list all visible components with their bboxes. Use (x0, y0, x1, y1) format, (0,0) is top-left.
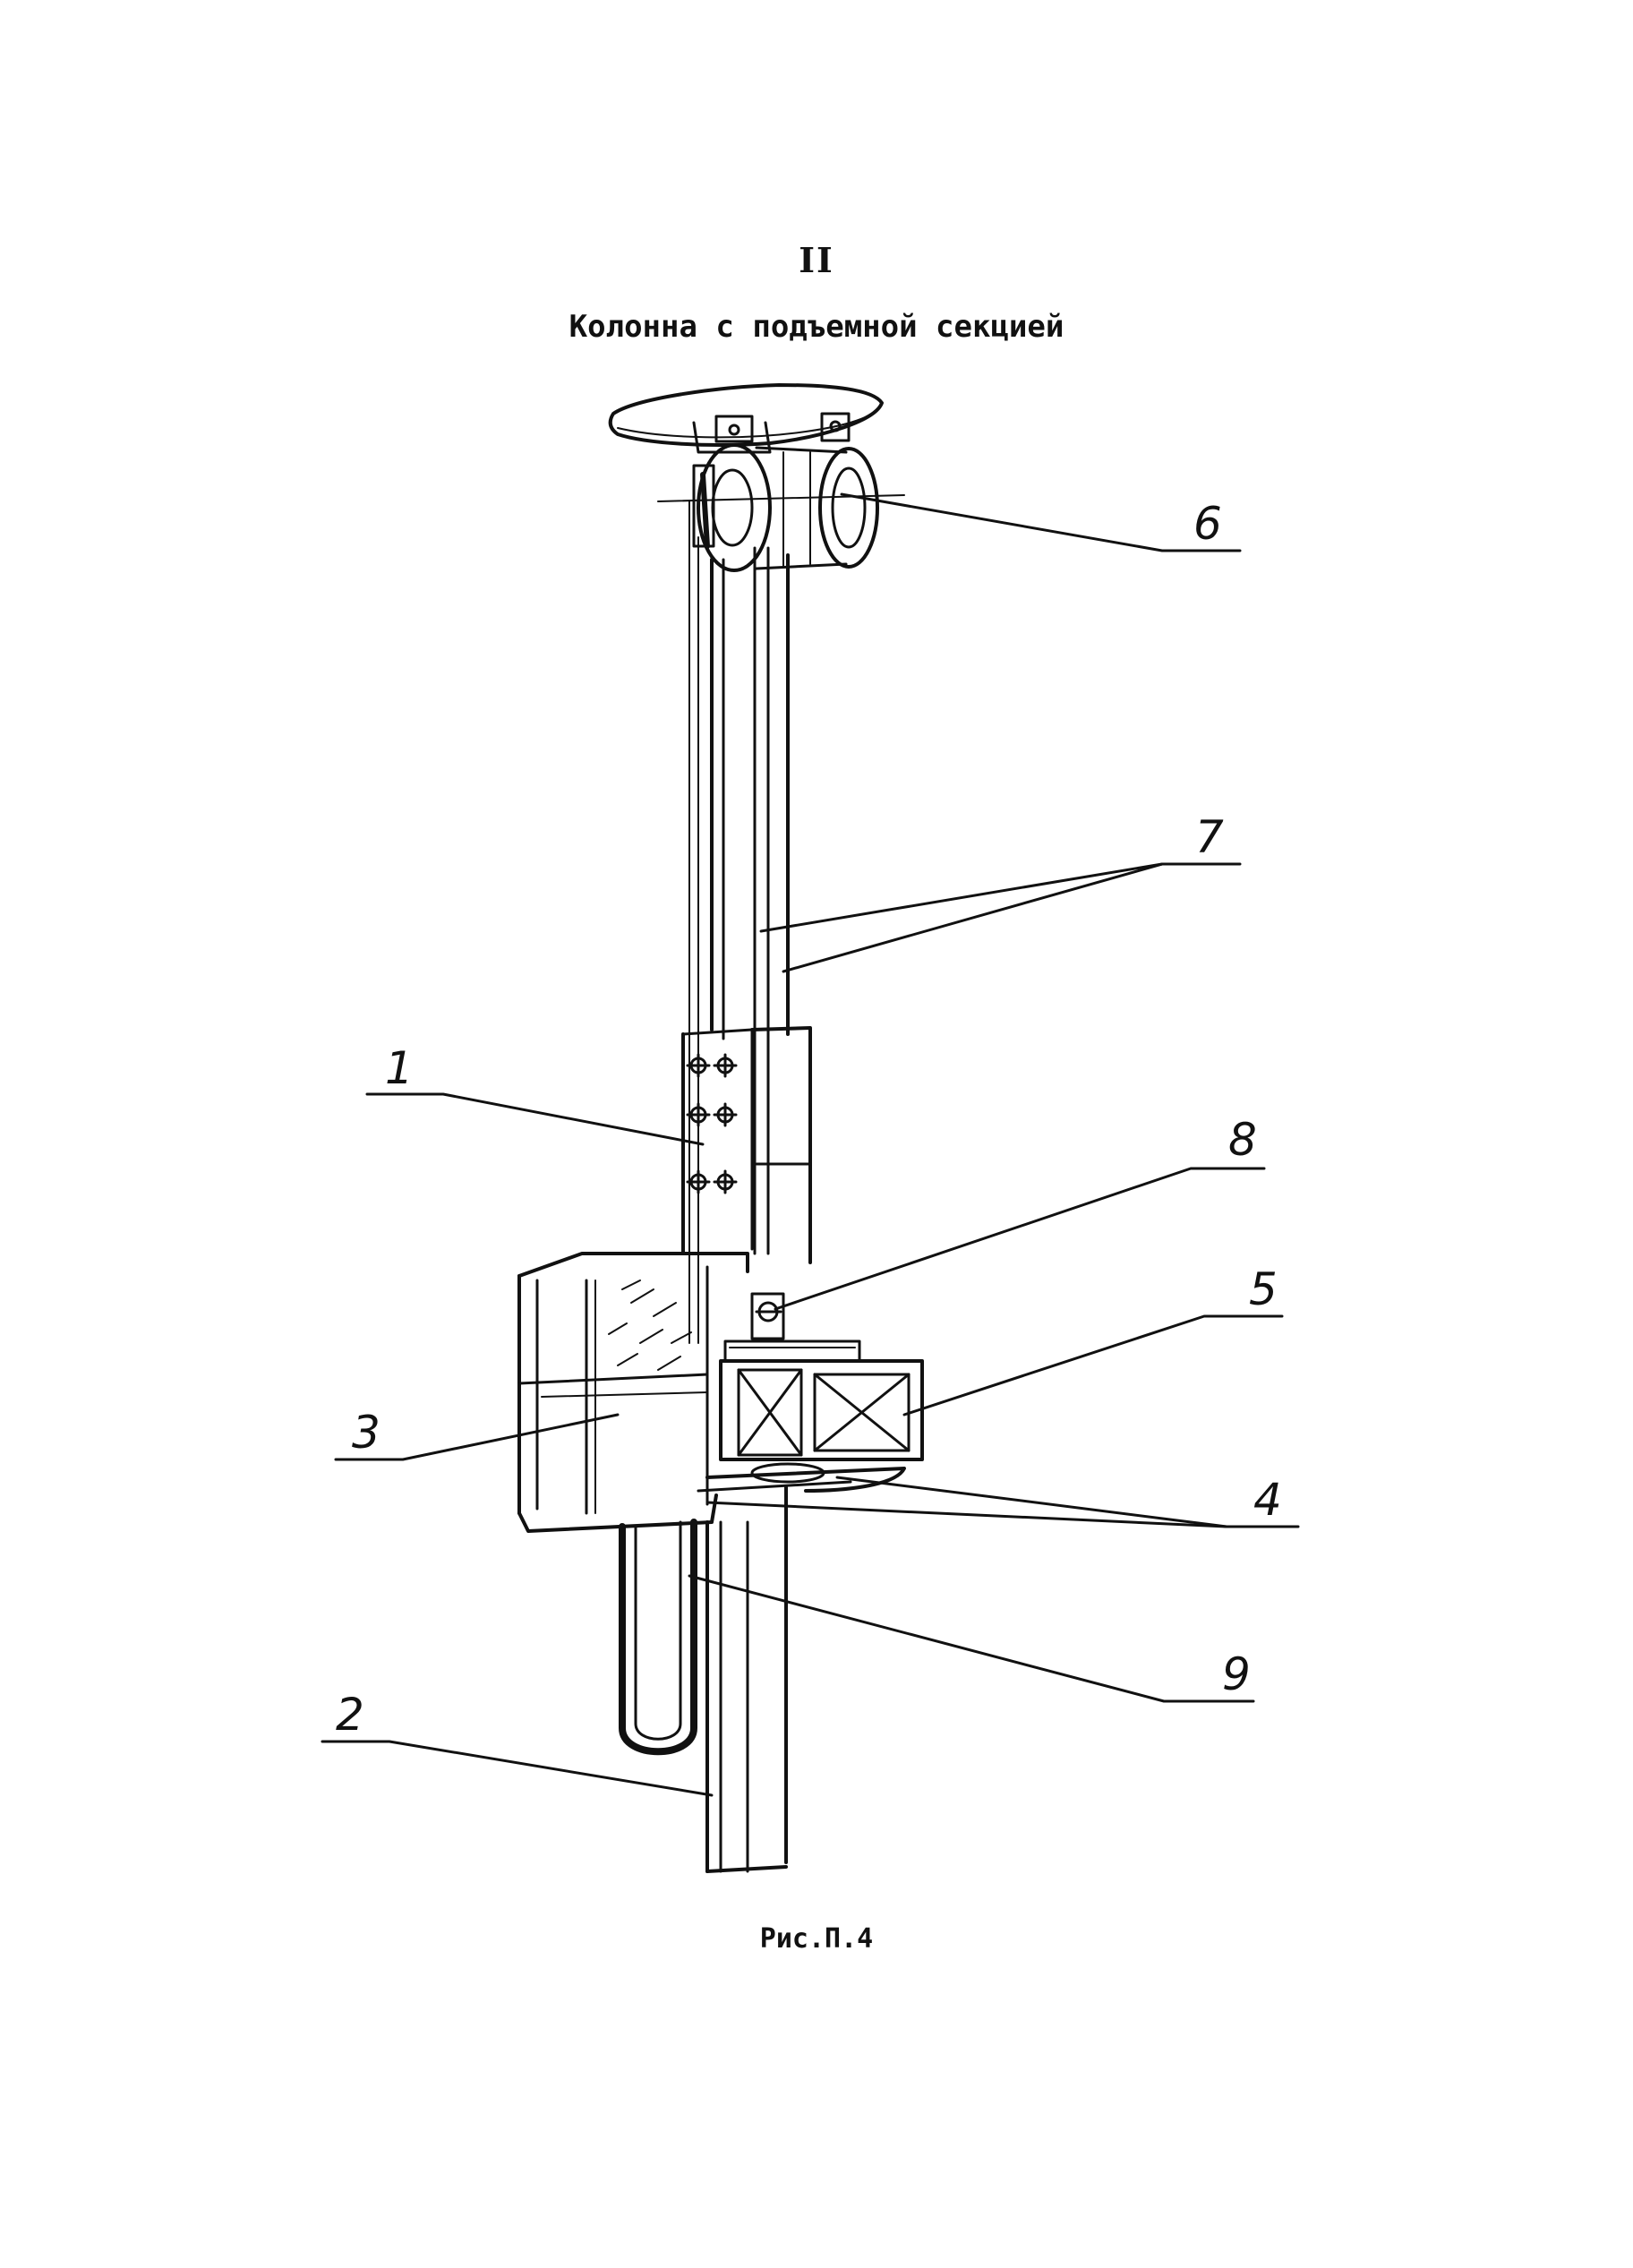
lower-column (705, 1485, 788, 1873)
ceiling-plate (608, 383, 884, 447)
callout-7: 7 (1195, 811, 1224, 863)
callout-5: 5 (1249, 1263, 1278, 1315)
figure-caption: Рис.П.4 (759, 1923, 874, 1955)
winch-drum (657, 443, 905, 572)
catcher-device (750, 1292, 785, 1340)
callout-8: 8 (1228, 1114, 1257, 1166)
callout-1: 1 (385, 1042, 414, 1094)
cable-loop (619, 1519, 697, 1756)
top-bracket (692, 412, 851, 454)
callout-6: 6 (1193, 498, 1222, 550)
callout-3: 3 (352, 1407, 380, 1459)
callout-9: 9 (1222, 1648, 1251, 1700)
main-column (688, 501, 790, 1344)
clamp-sleeve (681, 1026, 812, 1264)
motor-block (719, 1339, 924, 1461)
guide-rollers (697, 1462, 906, 1493)
callout-labels: 6 7 1 8 5 3 4 9 2 (336, 498, 1282, 1741)
page-number: II (799, 240, 834, 280)
callout-2: 2 (336, 1689, 364, 1741)
figure-title: Колонна с подъемной секцией (569, 309, 1064, 345)
callout-leaders (321, 492, 1300, 1797)
callout-4: 4 (1253, 1474, 1282, 1526)
